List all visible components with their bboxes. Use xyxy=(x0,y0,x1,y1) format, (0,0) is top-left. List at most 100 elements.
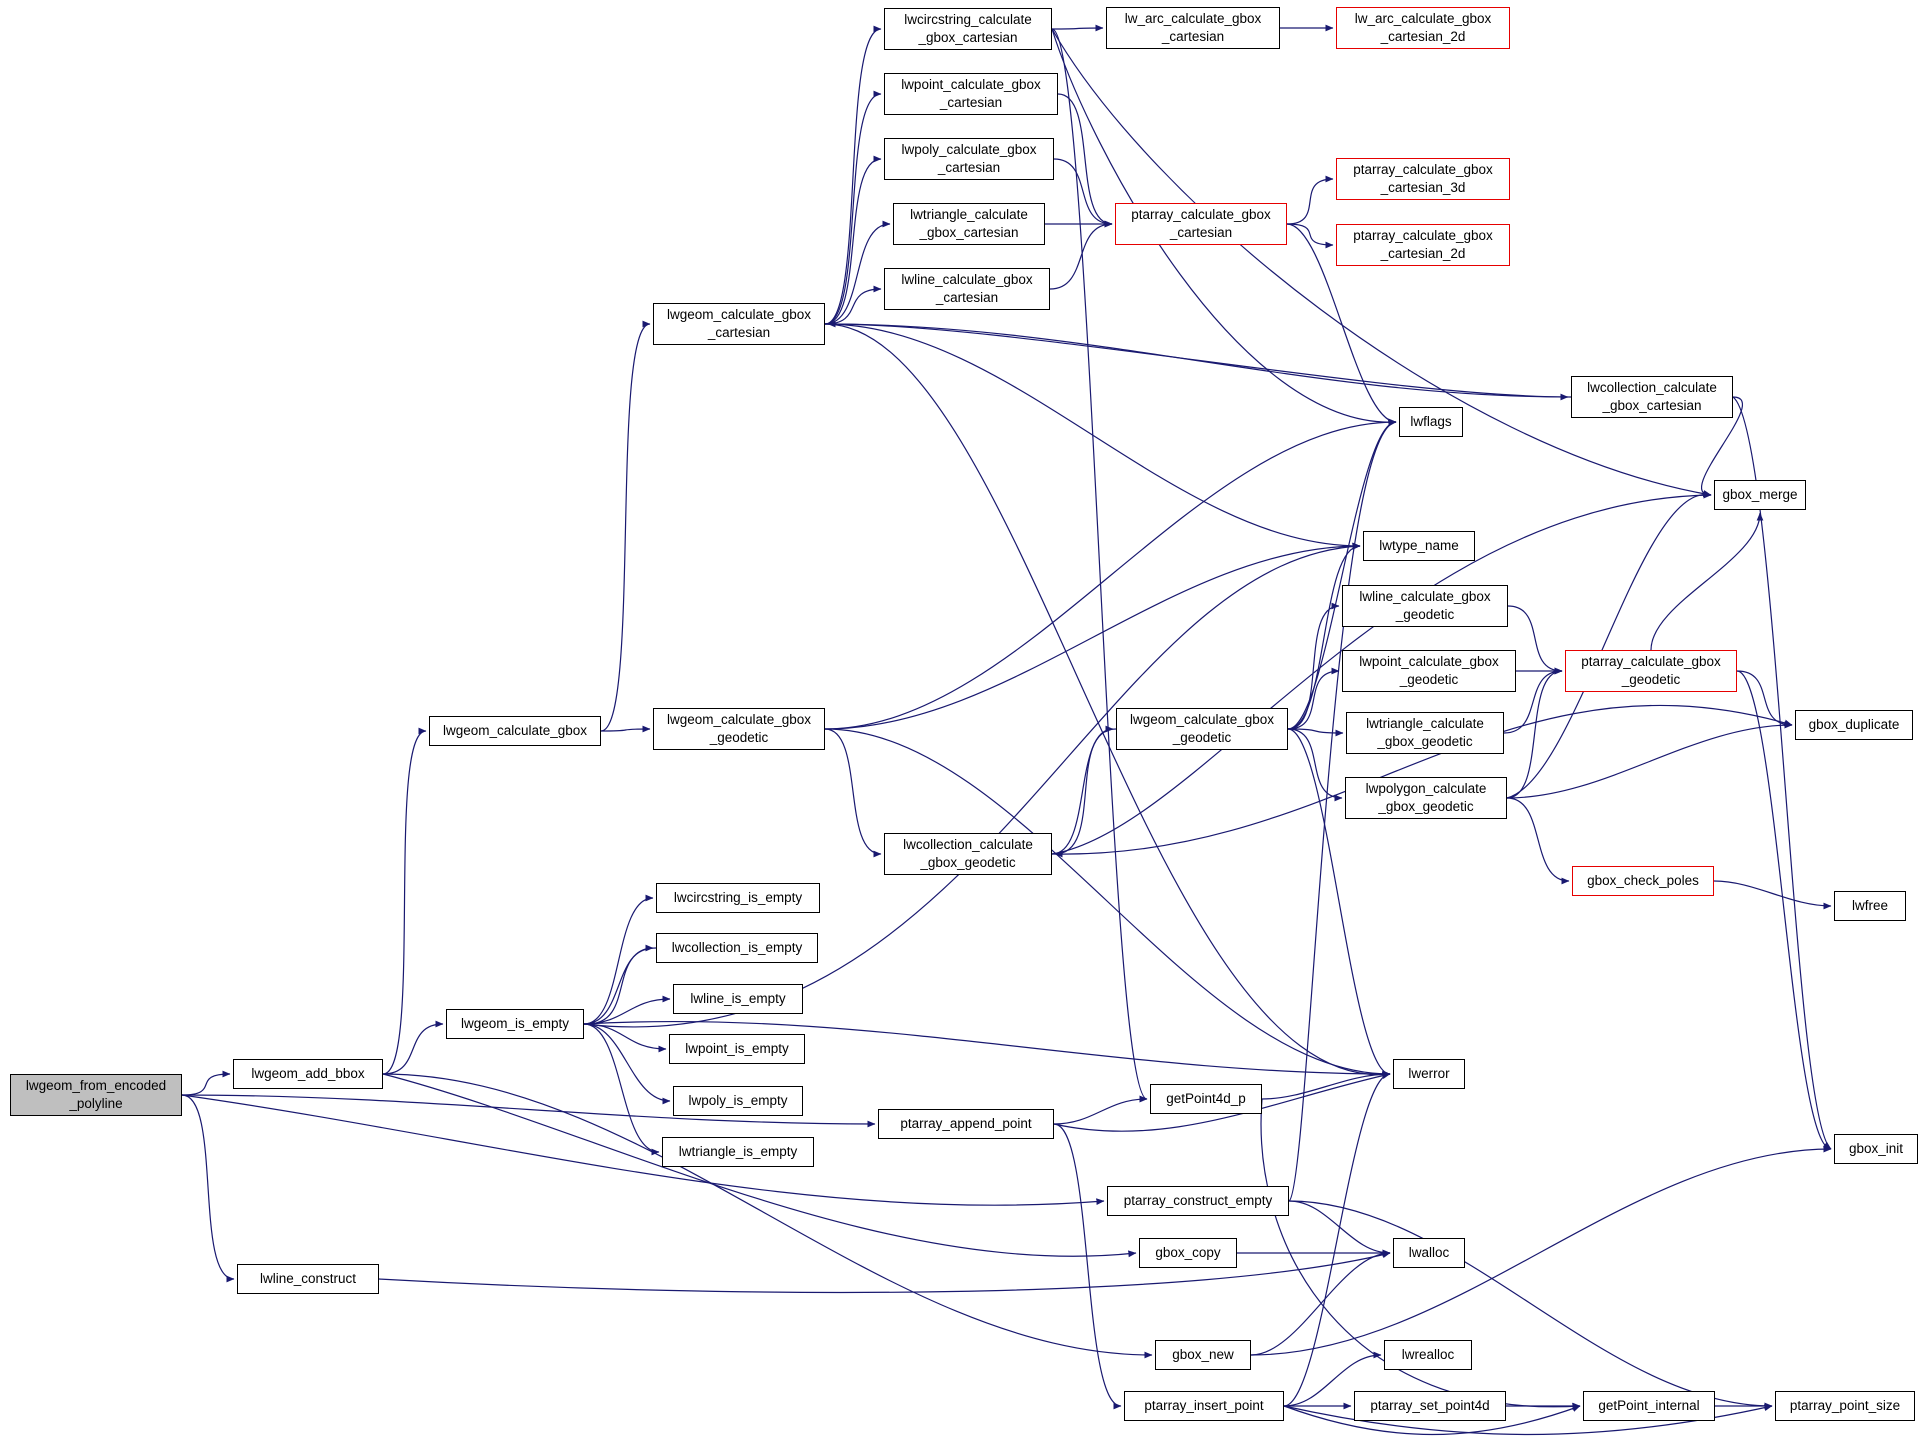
node-lwcollection-calculate-gbox-geodetic[interactable]: lwcollection_calculate_gbox_geodetic xyxy=(884,833,1052,875)
node-lwpoly-calculate-gbox-cartesian[interactable]: lwpoly_calculate_gbox_cartesian xyxy=(884,138,1054,180)
edge-lwline-calculate-gbox-cartesian--ptarray-calculate-gbox-cartesian xyxy=(1049,220,1113,290)
node-ptarray-point-size[interactable]: ptarray_point_size xyxy=(1775,1391,1915,1421)
edge-lwpolygon-calculate-gbox-geodetic--gbox-merge xyxy=(1506,490,1712,799)
node-ptarray-calculate-gbox-geodetic[interactable]: ptarray_calculate_gbox_geodetic xyxy=(1565,650,1737,692)
node-gbox-new[interactable]: gbox_new xyxy=(1155,1340,1251,1370)
node-gbox-duplicate[interactable]: gbox_duplicate xyxy=(1795,710,1913,740)
node-lwpoly-is-empty[interactable]: lwpoly_is_empty xyxy=(673,1086,803,1116)
node-label: lwcollection_calculate xyxy=(903,837,1033,853)
node-lw-arc-calculate-gbox-cartesian-2d[interactable]: lw_arc_calculate_gbox_cartesian_2d xyxy=(1336,7,1510,49)
node-label: ptarray_construct_empty xyxy=(1123,1193,1273,1209)
node-ptarray-calculate-gbox-cartesian-2d[interactable]: ptarray_calculate_gbox_cartesian_2d xyxy=(1336,224,1510,266)
edge-lwgeom-calculate-gbox-geodetic2--lwline-calculate-gbox-geodetic xyxy=(1287,602,1340,730)
node-ptarray-calculate-gbox-cartesian[interactable]: ptarray_calculate_gbox_cartesian xyxy=(1115,203,1287,245)
node-gbox-merge[interactable]: gbox_merge xyxy=(1714,480,1806,510)
node-lwtype-name[interactable]: lwtype_name xyxy=(1363,531,1475,561)
edge-lwcollection-is-empty--lwgeom-is-empty xyxy=(586,947,657,1028)
edge-lwgeom-calculate-gbox--lwgeom-calculate-gbox-cartesian xyxy=(600,320,651,732)
node-lwgeom-calculate-gbox-geodetic[interactable]: lwgeom_calculate_gbox_geodetic xyxy=(653,708,825,750)
node-label: lwcircstring_is_empty xyxy=(673,890,803,906)
node-lwpoint-is-empty[interactable]: lwpoint_is_empty xyxy=(669,1034,805,1064)
node-label: lwgeom_from_encoded xyxy=(25,1078,167,1094)
edge-getPoint4d-p--lwerror xyxy=(1261,1070,1391,1100)
edge-lwgeom-calculate-gbox--lwgeom-calculate-gbox-geodetic xyxy=(600,725,651,733)
edge-gbox-new--lwalloc xyxy=(1250,1249,1391,1356)
edge-ptarray-calculate-gbox-geodetic--gbox-duplicate xyxy=(1736,670,1793,729)
node-lw-arc-calculate-gbox-cartesian[interactable]: lw_arc_calculate_gbox_cartesian xyxy=(1106,7,1280,49)
node-label: lw_arc_calculate_gbox xyxy=(1124,11,1262,27)
edge-lwgeom-calculate-gbox-geodetic--lwflags xyxy=(824,418,1397,730)
edge-lwtriangle-calculate-gbox-geodetic--ptarray-calculate-gbox-geodetic xyxy=(1503,667,1563,734)
edge-lwgeom-calculate-gbox-geodetic2--lwpoint-calculate-gbox-geodetic xyxy=(1287,667,1340,730)
node-label: gbox_init xyxy=(1848,1141,1904,1157)
node-lwgeom-add-bbox[interactable]: lwgeom_add_bbox xyxy=(233,1059,383,1089)
node-lwgeom-calculate-gbox-cartesian[interactable]: lwgeom_calculate_gbox_cartesian xyxy=(653,303,825,345)
node-lwline-construct[interactable]: lwline_construct xyxy=(237,1264,379,1294)
node-lwalloc[interactable]: lwalloc xyxy=(1393,1238,1465,1268)
edge-lwcircstring-calculate-gbox-cartesian--gbox-merge xyxy=(1051,28,1712,498)
edge-lwgeom-is-empty--lwpoint-is-empty xyxy=(583,1023,667,1053)
edge-lwgeom-is-empty--lwtriangle-is-empty xyxy=(583,1023,660,1156)
edge-lwpolygon-calculate-gbox-geodetic--gbox-check-poles xyxy=(1506,797,1570,885)
node-label: gbox_new xyxy=(1172,1347,1234,1363)
node-label: lwtype_name xyxy=(1379,538,1459,554)
node-lwcircstring-is-empty[interactable]: lwcircstring_is_empty xyxy=(656,883,820,913)
node-label: ptarray_calculate_gbox xyxy=(1581,654,1721,670)
node-lwgeom-from-encoded-polyline[interactable]: lwgeom_from_encoded_polyline xyxy=(10,1074,182,1116)
node-label: _cartesian xyxy=(939,95,1003,110)
node-lwpolygon-calculate-gbox-geodetic[interactable]: lwpolygon_calculate_gbox_geodetic xyxy=(1345,777,1507,819)
node-getPoint4d-p[interactable]: getPoint4d_p xyxy=(1150,1084,1262,1114)
node-label: _cartesian xyxy=(935,290,999,305)
node-label: getPoint4d_p xyxy=(1166,1091,1246,1107)
edge-ptarray-calculate-gbox-cartesian--ptarray-calculate-gbox-cartesian-3d xyxy=(1286,175,1334,225)
node-lwtriangle-is-empty[interactable]: lwtriangle_is_empty xyxy=(662,1137,814,1167)
node-label: gbox_copy xyxy=(1155,1245,1221,1261)
node-lwcollection-is-empty[interactable]: lwcollection_is_empty xyxy=(656,933,818,963)
edge-lwgeom-is-empty--lwpoly-is-empty xyxy=(583,1023,671,1105)
node-lwline-calculate-gbox-cartesian[interactable]: lwline_calculate_gbox_cartesian xyxy=(884,268,1050,310)
node-label: lwerror xyxy=(1408,1066,1450,1082)
edge-lwline-construct--lwalloc xyxy=(378,1251,1391,1294)
node-label: _cartesian xyxy=(707,325,771,340)
node-gbox-init[interactable]: gbox_init xyxy=(1834,1134,1918,1164)
node-lwrealloc[interactable]: lwrealloc xyxy=(1384,1340,1472,1370)
node-lwcircstring-calculate-gbox-cartesian[interactable]: lwcircstring_calculate_gbox_cartesian xyxy=(884,8,1052,50)
edge-lwline-calculate-gbox-geodetic--ptarray-calculate-gbox-geodetic xyxy=(1507,605,1563,675)
node-lwcollection-calculate-gbox-cartesian[interactable]: lwcollection_calculate_gbox_cartesian xyxy=(1571,376,1733,418)
node-label: _cartesian xyxy=(1169,225,1233,240)
edge-lwgeom-calculate-gbox-geodetic2--lwcollection-calculate-gbox-geodetic xyxy=(1054,728,1117,858)
node-label: ptarray_point_size xyxy=(1789,1398,1901,1414)
edge-lwcollection-calculate-gbox-geodetic--gbox-duplicate xyxy=(1051,704,1793,855)
node-lwgeom-calculate-gbox-geodetic2[interactable]: lwgeom_calculate_gbox_geodetic xyxy=(1116,708,1288,750)
node-ptarray-construct-empty[interactable]: ptarray_construct_empty xyxy=(1107,1186,1289,1216)
node-lwtriangle-calculate-gbox-cartesian[interactable]: lwtriangle_calculate_gbox_cartesian xyxy=(893,203,1045,245)
node-lwflags[interactable]: lwflags xyxy=(1399,407,1463,437)
edge-ptarray-calculate-gbox-geodetic--gbox-init xyxy=(1736,670,1832,1153)
edge-lwpoint-calculate-gbox-cartesian--ptarray-calculate-gbox-cartesian xyxy=(1057,93,1113,228)
node-lwpoint-calculate-gbox-geodetic[interactable]: lwpoint_calculate_gbox_geodetic xyxy=(1342,650,1516,692)
node-getPoint-internal[interactable]: getPoint_internal xyxy=(1583,1391,1715,1421)
node-ptarray-set-point4d[interactable]: ptarray_set_point4d xyxy=(1354,1391,1506,1421)
node-ptarray-calculate-gbox-cartesian-3d[interactable]: ptarray_calculate_gbox_cartesian_3d xyxy=(1336,158,1510,200)
node-lwgeom-is-empty[interactable]: lwgeom_is_empty xyxy=(446,1009,584,1039)
node-lwtriangle-calculate-gbox-geodetic[interactable]: lwtriangle_calculate_gbox_geodetic xyxy=(1346,712,1504,754)
node-label: ptarray_calculate_gbox xyxy=(1353,228,1493,244)
node-label: lwline_calculate_gbox xyxy=(1359,589,1491,605)
edge-gbox-new--gbox-init xyxy=(1250,1145,1832,1356)
node-gbox-check-poles[interactable]: gbox_check_poles xyxy=(1572,866,1714,896)
node-lwpoint-calculate-gbox-cartesian[interactable]: lwpoint_calculate_gbox_cartesian xyxy=(884,73,1058,115)
node-ptarray-insert-point[interactable]: ptarray_insert_point xyxy=(1124,1391,1284,1421)
node-lwline-calculate-gbox-geodetic[interactable]: lwline_calculate_gbox_geodetic xyxy=(1342,585,1508,627)
node-lwline-is-empty[interactable]: lwline_is_empty xyxy=(673,984,803,1014)
node-label: _cartesian_3d xyxy=(1380,180,1466,195)
edge-lwgeom-calculate-gbox-geodetic2--lwtriangle-calculate-gbox-geodetic xyxy=(1287,728,1344,737)
node-lwfree[interactable]: lwfree xyxy=(1834,891,1906,921)
node-gbox-copy[interactable]: gbox_copy xyxy=(1139,1238,1237,1268)
node-lwerror[interactable]: lwerror xyxy=(1393,1059,1465,1089)
edge-lwgeom-calculate-gbox-cartesian--lwcircstring-calculate-gbox-cartesian xyxy=(824,25,882,325)
node-lwgeom-calculate-gbox[interactable]: lwgeom_calculate_gbox xyxy=(429,716,601,746)
node-label: lwtriangle_is_empty xyxy=(678,1144,798,1160)
node-label: lwcollection_calculate xyxy=(1587,380,1717,396)
node-ptarray-append-point[interactable]: ptarray_append_point xyxy=(878,1109,1054,1139)
